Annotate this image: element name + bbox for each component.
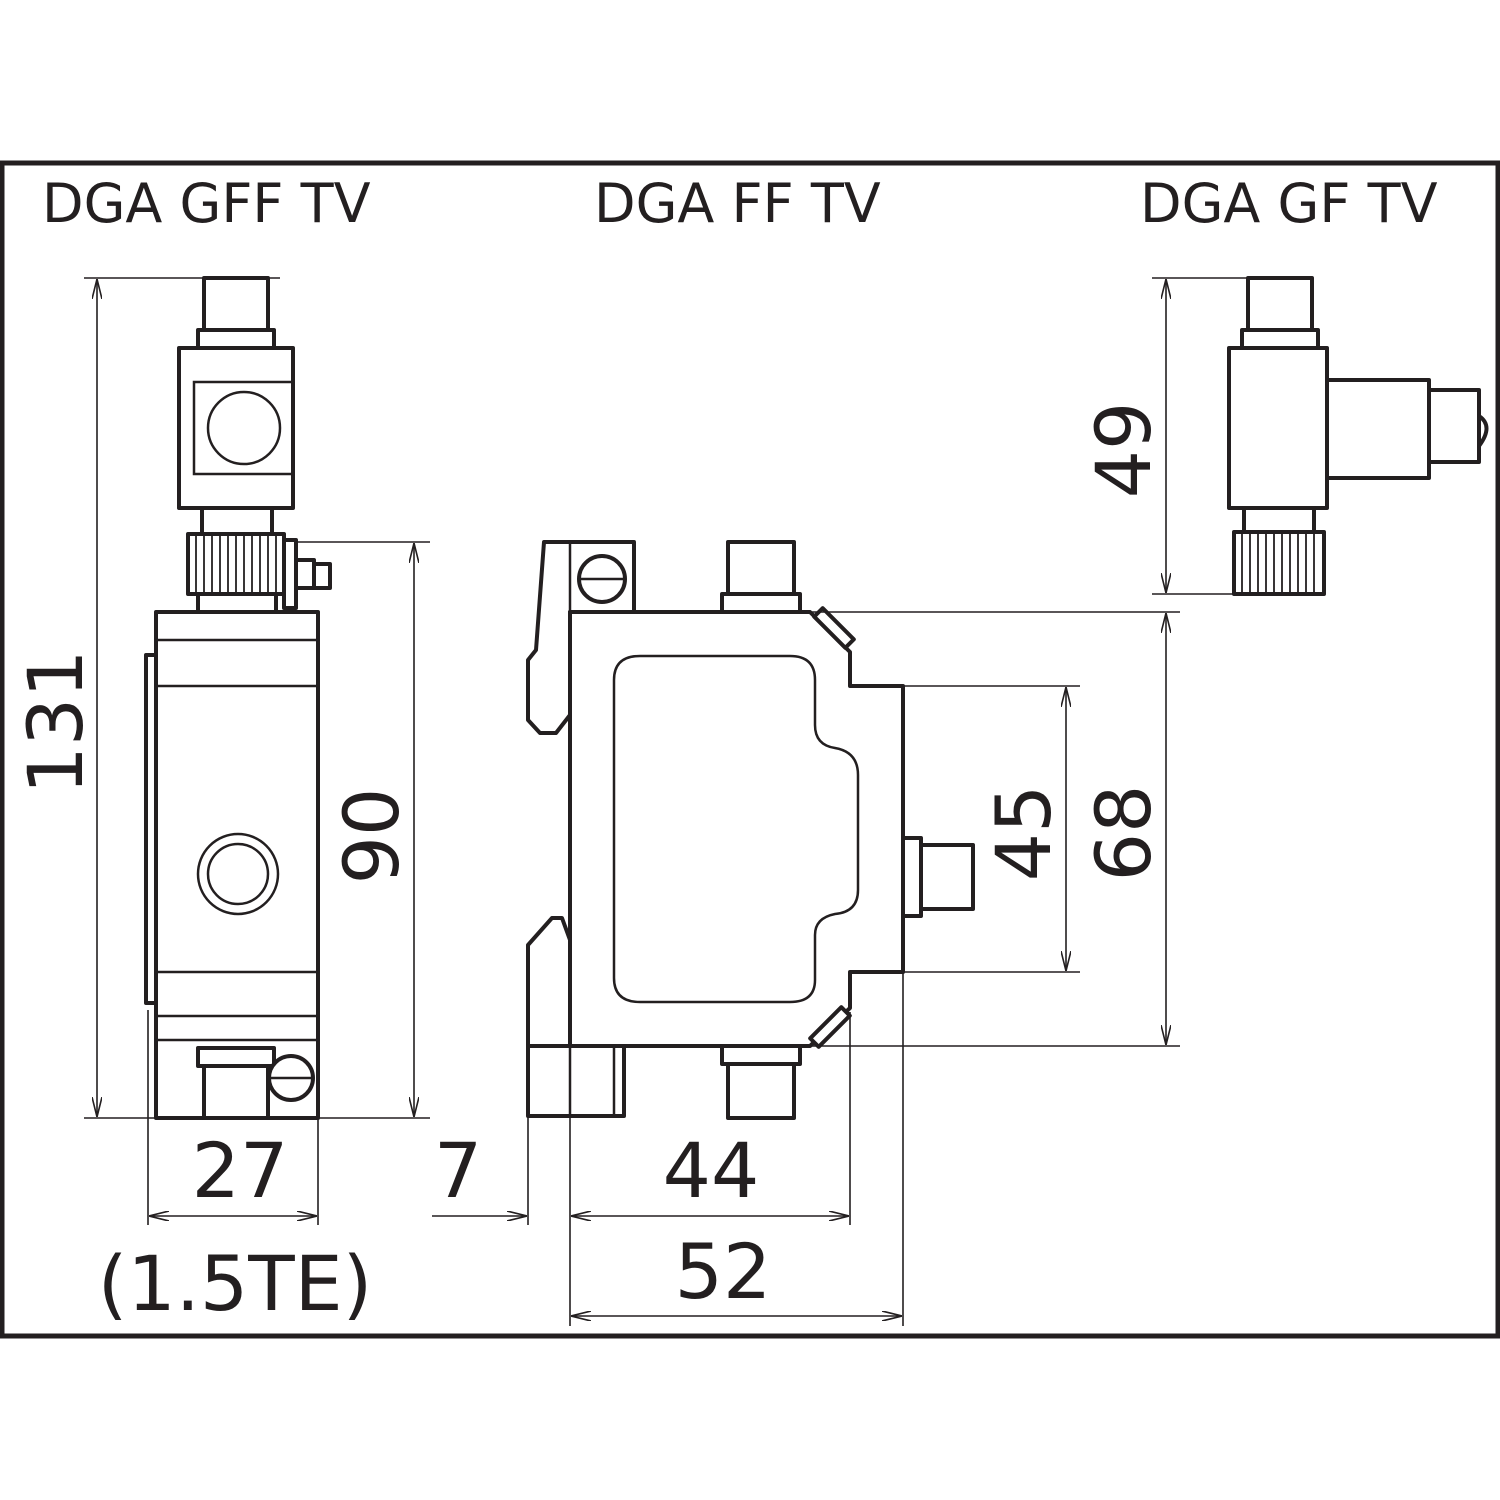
clip-tab-bottom	[808, 1005, 852, 1049]
dim-label-90: 90	[327, 788, 416, 885]
bottom-connector	[202, 1064, 270, 1120]
dim-label-1-5te: (1.5TE)	[98, 1239, 373, 1328]
top-connector-collar	[196, 328, 276, 350]
side-connector-collar	[901, 836, 923, 918]
gf-adapter-block	[1227, 346, 1329, 510]
dim-label-52: 52	[675, 1227, 772, 1316]
center-view-dga-ff-tv	[526, 540, 975, 1120]
center-bottom-connector	[726, 1062, 796, 1120]
rail-clip-left	[144, 653, 158, 1005]
drawing-frame	[0, 160, 1500, 1339]
center-dimensions	[432, 611, 1180, 1326]
gf-top-connector-collar	[1240, 328, 1320, 350]
center-top-connector	[726, 540, 796, 596]
title-dga-gff-tv: DGA GFF TV	[42, 172, 371, 235]
dim-label-49: 49	[1079, 402, 1168, 499]
front-window	[612, 654, 860, 1004]
center-top-connector-collar	[720, 592, 802, 614]
left-dimensions	[84, 277, 430, 1225]
top-connector	[202, 276, 270, 332]
gf-top-connector	[1246, 276, 1314, 332]
side-connector	[919, 843, 975, 911]
knurl-lines	[195, 534, 277, 594]
gf-side-tip	[1427, 388, 1481, 464]
nut-base	[196, 592, 278, 614]
gf-neck	[1242, 506, 1316, 534]
dim-label-44: 44	[663, 1126, 760, 1215]
bottom-connector-collar	[196, 1046, 276, 1068]
center-bottom-connector-collar	[720, 1044, 802, 1066]
gf-side-tip-cap	[1477, 414, 1489, 448]
left-view-dga-gff-tv	[144, 276, 332, 1120]
dim-label-7: 7	[434, 1126, 482, 1215]
dim-label-45: 45	[979, 785, 1068, 882]
module-body	[154, 610, 320, 1120]
gf-side-arm	[1325, 378, 1431, 480]
bottom-latch	[526, 1044, 626, 1118]
center-module-body	[568, 610, 905, 1048]
status-indicator-outer	[196, 832, 280, 916]
side-screw-stub	[294, 558, 316, 590]
adapter-block-face	[192, 380, 295, 476]
title-dga-gf-tv: DGA GF TV	[1140, 172, 1438, 235]
status-indicator-inner	[206, 842, 270, 906]
right-dimensions	[1152, 277, 1250, 595]
dim-label-68: 68	[1079, 785, 1168, 882]
right-view-dga-gf-tv	[1227, 276, 1489, 596]
gf-knurled-nut	[1232, 530, 1326, 596]
title-dga-ff-tv: DGA FF TV	[594, 172, 881, 235]
adapter-neck	[200, 506, 274, 536]
side-screw-cap	[312, 562, 332, 590]
adapter-block	[177, 346, 295, 510]
dim-label-27: 27	[192, 1126, 289, 1215]
dim-label-131: 131	[11, 649, 100, 794]
adapter-round-window	[206, 390, 282, 466]
gf-knurl-lines	[1241, 532, 1315, 594]
